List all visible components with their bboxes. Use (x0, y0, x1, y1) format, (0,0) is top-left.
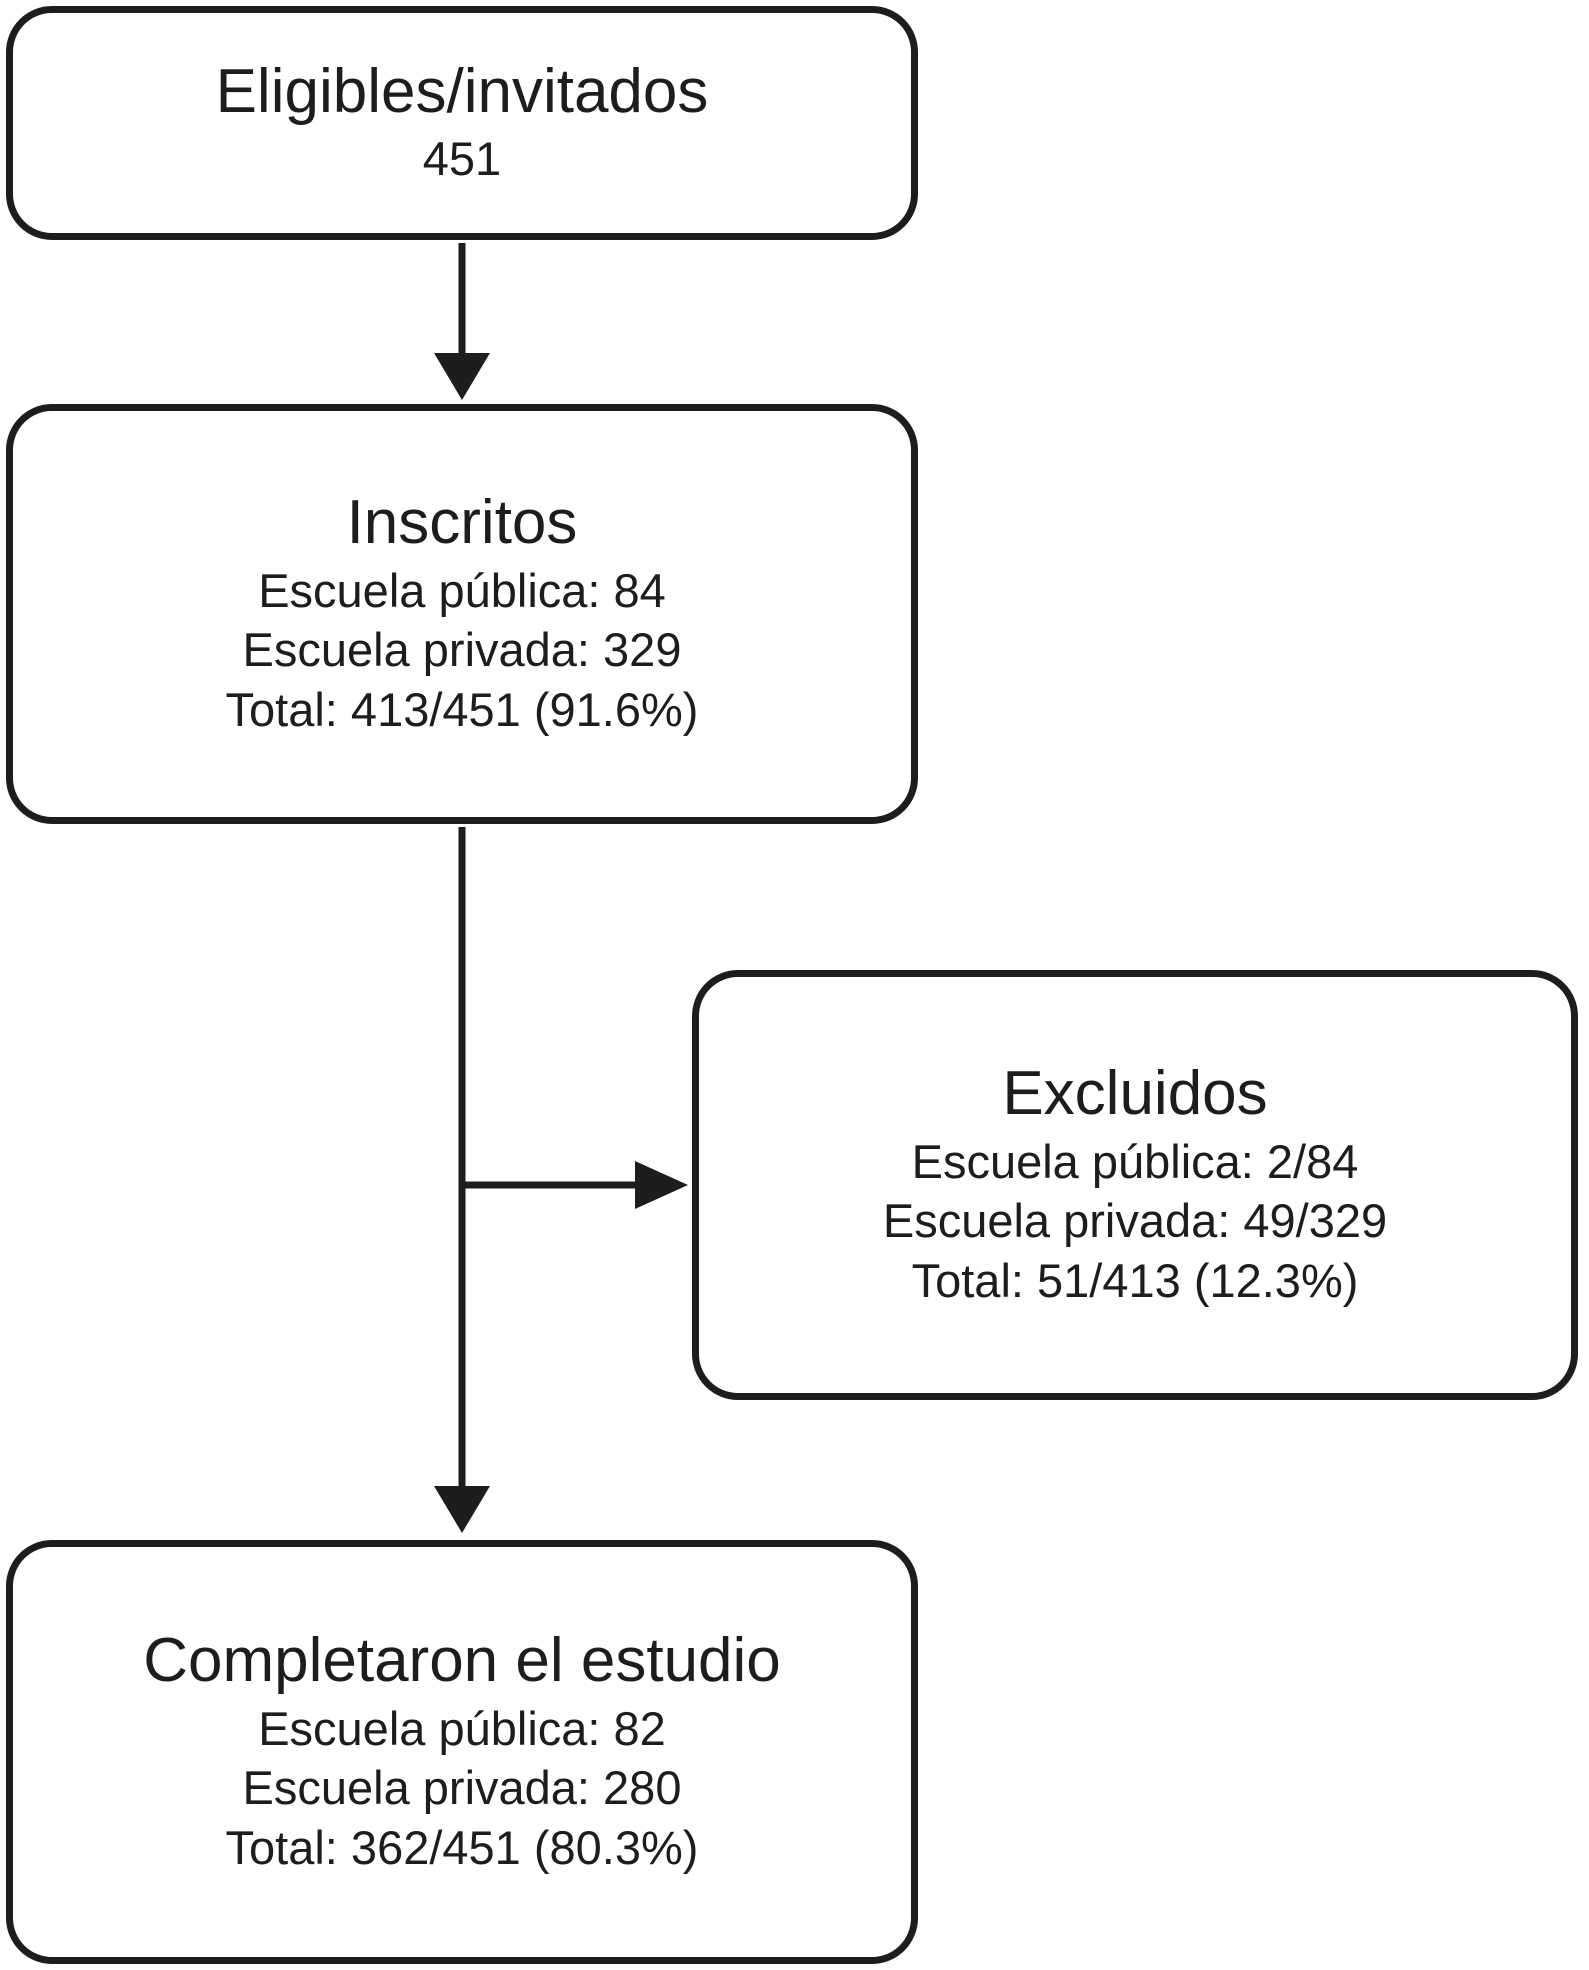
arrowhead-down-icon (434, 353, 490, 400)
box-line: Total: 362/451 (80.3%) (225, 1821, 699, 1875)
connector-inscritos-to-completaron (434, 827, 490, 1533)
connector-inscritos-to-excluidos (459, 1161, 688, 1209)
box-eligibles-title: Eligibles/invitados (215, 56, 709, 126)
box-excluidos-title: Excluidos (1002, 1059, 1268, 1129)
box-line: Total: 413/451 (91.6%) (225, 683, 699, 737)
box-inscritos-title: Inscritos (346, 488, 578, 558)
arrowhead-right-icon (635, 1161, 688, 1209)
box-line: Escuela privada: 280 (242, 1761, 682, 1815)
box-line: 451 (422, 132, 502, 186)
box-inscritos: Inscritos Escuela pública: 84 Escuela pr… (6, 404, 918, 824)
box-line: Escuela privada: 49/329 (882, 1194, 1388, 1248)
box-line: Escuela pública: 82 (258, 1701, 666, 1755)
box-line: Escuela pública: 84 (258, 563, 666, 617)
box-line: Escuela privada: 329 (242, 623, 682, 677)
box-line: Escuela pública: 2/84 (911, 1134, 1359, 1188)
box-completaron-title: Completaron el estudio (143, 1626, 781, 1696)
arrowhead-down-icon (434, 1486, 490, 1533)
box-excluidos: Excluidos Escuela pública: 2/84 Escuela … (692, 970, 1578, 1400)
box-completaron: Completaron el estudio Escuela pública: … (6, 1540, 918, 1964)
box-line: Total: 51/413 (12.3%) (911, 1254, 1359, 1308)
connector-eligibles-to-inscritos (434, 243, 490, 400)
box-eligibles: Eligibles/invitados 451 (6, 6, 918, 240)
